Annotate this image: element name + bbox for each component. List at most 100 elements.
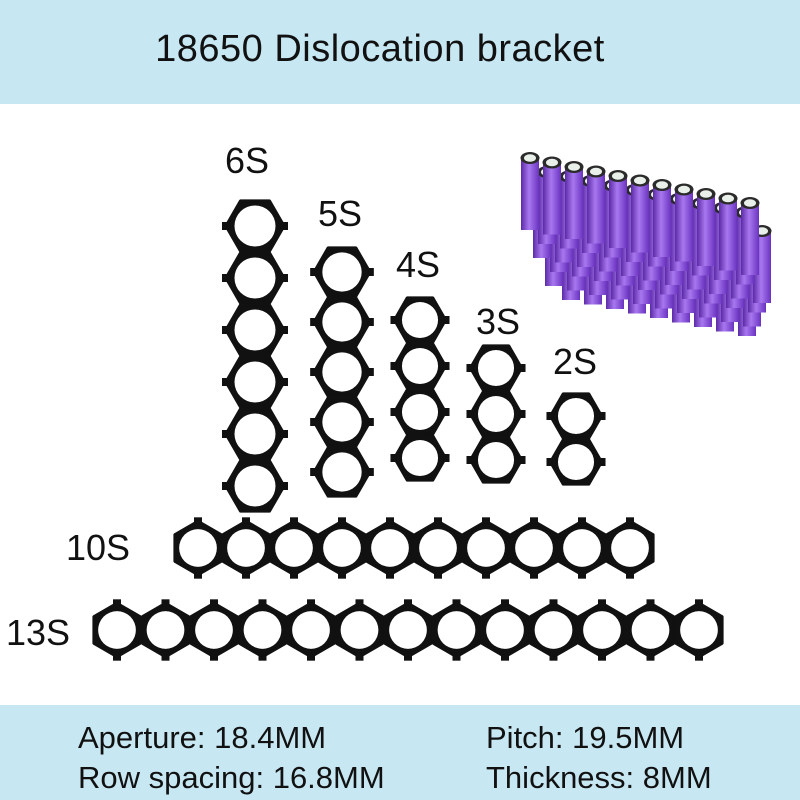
holder-aperture: [292, 611, 330, 649]
holder-tab: [222, 430, 228, 438]
bracket-4s: [390, 296, 450, 482]
holder-tab: [194, 572, 202, 579]
holder-aperture: [401, 439, 439, 477]
holder-aperture: [340, 611, 379, 649]
holder-tab: [386, 517, 394, 524]
holder-tab: [501, 654, 509, 661]
holder-tab: [530, 572, 538, 579]
holder-tab: [282, 430, 288, 438]
spec-pitch: Pitch: 19.5MM: [486, 720, 685, 755]
holder-tab: [282, 482, 288, 490]
holder-tab: [390, 408, 397, 416]
holder-aperture: [179, 529, 217, 567]
holder-aperture: [401, 393, 439, 431]
holder-tab: [310, 468, 317, 476]
holder-tab: [307, 654, 315, 661]
holder-tab: [519, 410, 526, 418]
holder-aperture: [401, 347, 439, 385]
holder-tab: [386, 572, 394, 579]
holder-aperture: [234, 465, 276, 507]
holder-aperture: [234, 257, 276, 299]
holder-tab: [290, 517, 298, 524]
holder-tab: [482, 517, 490, 524]
holder-aperture: [477, 349, 515, 387]
holder-tab: [242, 572, 250, 579]
holder-aperture: [195, 611, 233, 649]
battery-cap: [546, 158, 558, 167]
holder-tab: [282, 222, 288, 230]
holder-tab: [626, 572, 634, 579]
holder-tab: [443, 316, 450, 324]
holder-tab: [367, 268, 374, 276]
holder-tab: [310, 368, 317, 376]
bracket-5s: [310, 246, 374, 498]
battery-cap: [568, 163, 580, 171]
holder-tab: [282, 274, 288, 282]
holder-tab: [599, 458, 606, 466]
holder-tab: [222, 482, 228, 490]
holder-aperture: [557, 397, 595, 435]
holder-tab: [434, 517, 442, 524]
holder-aperture: [477, 395, 515, 433]
holder-aperture: [515, 529, 553, 567]
holder-aperture: [243, 611, 282, 649]
label-4s: 4S: [396, 244, 441, 285]
spec-row-spacing: Row spacing: 16.8MM: [78, 760, 385, 795]
bracket-2s: [546, 392, 606, 486]
battery-cell: [631, 180, 649, 253]
holder-tab: [307, 599, 315, 606]
spec-thickness: Thickness: 8MM: [486, 760, 712, 795]
holder-tab: [290, 572, 298, 579]
holder-tab: [452, 599, 461, 606]
holder-tab: [466, 364, 473, 372]
label-6s: 6S: [225, 140, 270, 181]
holder-tab: [210, 599, 218, 606]
holder-tab: [310, 418, 317, 426]
bracket-3s: [466, 344, 526, 484]
holder-tab: [210, 654, 218, 661]
holder-aperture: [322, 352, 362, 392]
holder-tab: [282, 326, 288, 334]
holder-tab: [646, 599, 655, 606]
holder-tab: [546, 458, 553, 466]
holder-aperture: [583, 611, 621, 649]
battery-cell: [587, 171, 605, 244]
battery-cell: [697, 194, 715, 266]
title-banner: [0, 0, 800, 104]
holder-aperture: [389, 611, 427, 649]
holder-aperture: [146, 611, 185, 649]
holder-tab: [578, 517, 586, 524]
holder-tab: [443, 408, 450, 416]
holder-tab: [443, 362, 450, 370]
holder-tab: [258, 599, 267, 606]
holder-tab: [466, 410, 473, 418]
holder-tab: [599, 412, 606, 420]
holder-aperture: [234, 205, 276, 247]
battery-cell: [741, 203, 759, 275]
holder-aperture: [611, 529, 649, 567]
holder-tab: [222, 222, 228, 230]
battery-cell: [565, 167, 583, 239]
holder-tab: [434, 572, 442, 579]
battery-cap: [722, 194, 734, 203]
holder-tab: [530, 517, 538, 524]
holder-tab: [443, 454, 450, 462]
holder-aperture: [322, 452, 362, 492]
holder-tab: [390, 316, 397, 324]
holder-tab: [367, 368, 374, 376]
holder-aperture: [486, 611, 524, 649]
battery-cell: [675, 189, 693, 262]
holder-tab: [626, 517, 634, 524]
holder-aperture: [322, 302, 362, 342]
holder-aperture: [234, 309, 276, 351]
holder-tab: [404, 599, 412, 606]
holder-tab: [367, 468, 374, 476]
battery-cell: [543, 162, 561, 235]
bracket-10s: [173, 517, 655, 579]
label-5s: 5S: [318, 193, 363, 234]
holder-tab: [519, 364, 526, 372]
specs-banner: [0, 705, 800, 800]
holder-tab: [222, 378, 228, 386]
holder-tab: [646, 654, 655, 661]
holder-tab: [598, 599, 606, 606]
